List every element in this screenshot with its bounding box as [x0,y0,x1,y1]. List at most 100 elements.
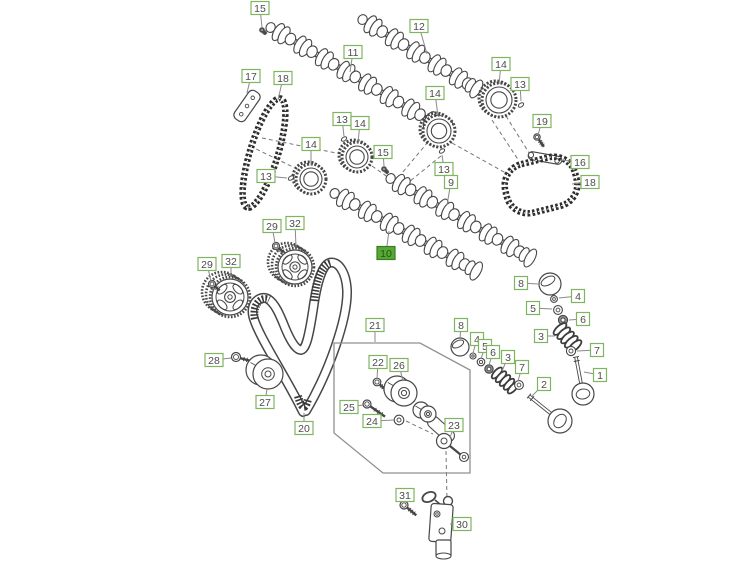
svg-text:7: 7 [519,362,525,374]
svg-text:7: 7 [594,345,600,357]
engine-valve-2 [526,393,573,434]
spring-retainer-5-a [476,357,486,367]
valve-keeper-4-a [469,352,477,360]
svg-text:13: 13 [336,114,348,126]
callout-14[interactable]: 14 [301,136,321,166]
woodruff-key-13-a [517,102,525,108]
callout-23[interactable]: 23 [444,417,464,439]
callout-13[interactable]: 13 [256,168,288,184]
callout-14[interactable]: 14 [425,85,445,117]
valve-seal-7-b [565,345,577,357]
callout-18[interactable]: 18 [273,70,293,101]
callout-21[interactable]: 21 [365,317,385,343]
callout-32[interactable]: 32 [221,253,241,278]
callout-29[interactable]: 29 [262,218,282,244]
woodruff-key-13-b [438,148,446,154]
callout-12[interactable]: 12 [409,18,429,55]
svg-text:10: 10 [380,248,392,260]
callout-18[interactable]: 18 [571,174,600,190]
callout-4[interactable]: 4 [558,288,586,304]
tensioner-bolt-19 [533,133,545,148]
camshaft-drawing-10 [329,188,484,281]
callout-22[interactable]: 22 [368,354,388,380]
cam-sprocket-14-c [337,138,374,174]
svg-text:4: 4 [575,291,581,303]
callout-27[interactable]: 27 [255,388,275,410]
callout-13[interactable]: 13 [510,76,530,102]
callout-16[interactable]: 16 [560,154,590,170]
callout-15[interactable]: 15 [250,0,270,28]
spring-seat-6-a [484,364,494,374]
callout-7[interactable]: 7 [514,359,530,382]
svg-text:26: 26 [393,360,405,372]
callout-20[interactable]: 20 [294,413,314,436]
valve-tappet-8-a [450,337,470,357]
svg-text:18: 18 [277,73,289,85]
svg-text:23: 23 [448,420,460,432]
callout-15[interactable]: 15 [373,144,393,167]
svg-text:6: 6 [580,314,586,326]
callout-29[interactable]: 29 [197,256,217,282]
valve-spring-3-a [490,366,520,395]
belt-tensioner-23 [412,401,470,463]
svg-text:19: 19 [536,116,548,128]
svg-text:18: 18 [584,177,596,189]
callout-8[interactable]: 8 [513,275,539,291]
svg-text:28: 28 [208,355,220,367]
svg-text:22: 22 [372,357,384,369]
svg-text:11: 11 [348,47,359,59]
callout-14[interactable]: 14 [350,115,370,144]
woodruff-key-13-c [340,136,348,142]
svg-text:32: 32 [225,256,237,268]
callout-13[interactable]: 13 [332,111,352,137]
valve-keeper-4-b [550,295,558,303]
svg-text:29: 29 [266,221,278,233]
svg-text:20: 20 [298,423,310,435]
svg-text:3: 3 [538,331,544,343]
callout-1[interactable]: 1 [583,367,608,383]
callout-26[interactable]: 26 [389,357,409,382]
callout-32[interactable]: 32 [285,215,305,248]
callout-28[interactable]: 28 [204,352,232,368]
callout-3[interactable]: 3 [500,349,516,372]
valve-seal-7-a [514,380,524,390]
callout-3[interactable]: 3 [533,328,556,344]
callout-14[interactable]: 14 [491,56,511,85]
callout-25[interactable]: 25 [339,399,364,415]
valve-tappet-8-b [538,272,562,296]
callout-6[interactable]: 6 [485,344,501,366]
svg-text:8: 8 [458,320,464,332]
callout-8[interactable]: 8 [453,317,469,340]
callout-7[interactable]: 7 [576,342,605,358]
belt-pulley-32-a [266,241,316,288]
svg-text:29: 29 [201,259,213,271]
callout-6[interactable]: 6 [568,311,591,327]
svg-text:15: 15 [254,3,266,15]
timing-chain-18-right [501,153,581,217]
callout-31[interactable]: 31 [395,487,415,504]
svg-text:5: 5 [482,341,488,353]
chain-guide-17 [233,89,261,123]
svg-text:4: 4 [474,334,480,346]
callout-30[interactable]: 30 [450,516,472,532]
svg-text:5: 5 [530,303,536,315]
woodruff-key-13-d [287,175,295,181]
svg-text:25: 25 [343,402,355,414]
svg-text:15: 15 [377,147,389,159]
svg-text:24: 24 [366,416,378,428]
timing-chain-18-left [239,95,289,211]
camshaft-drawing-12 [357,14,484,99]
callout-10-selected[interactable]: 10 [376,230,396,261]
callout-2[interactable]: 2 [531,376,552,397]
callout-5[interactable]: 5 [525,300,553,316]
callout-24[interactable]: 24 [362,413,395,429]
svg-text:12: 12 [413,21,425,33]
svg-text:14: 14 [305,139,317,151]
callout-19[interactable]: 19 [532,113,552,136]
callout-9[interactable]: 9 [443,174,459,206]
callout-11[interactable]: 11 [343,44,363,73]
callout-17[interactable]: 17 [241,68,261,94]
svg-text:2: 2 [541,379,547,391]
